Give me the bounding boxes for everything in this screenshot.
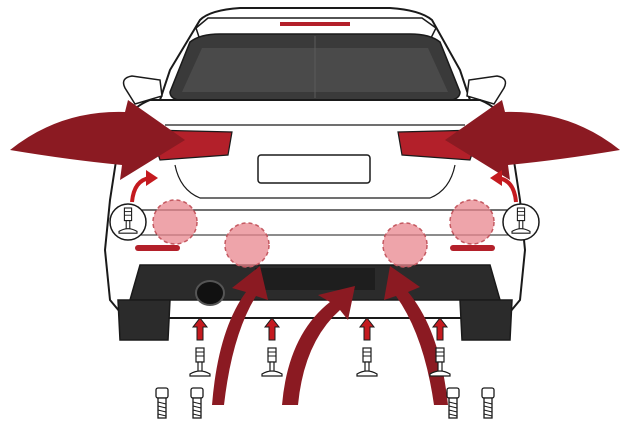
- marker-right-inner: [383, 223, 427, 267]
- up-arrow-icon-1: [193, 318, 207, 340]
- torx-bolt-icon-4: [482, 388, 494, 418]
- marker-right-outer: [450, 200, 494, 244]
- push-rivet-clip-icon-3: [357, 348, 377, 376]
- clip-callout-left: [110, 204, 146, 240]
- torx-bolt-icon-2: [191, 388, 203, 418]
- up-arrow-icon-3: [360, 318, 374, 340]
- torx-bolt-icon-1: [156, 388, 168, 418]
- up-arrow-icon-2: [265, 318, 279, 340]
- clip-callout-right: [503, 204, 539, 240]
- marker-left-outer: [153, 200, 197, 244]
- up-arrow-icon-4: [433, 318, 447, 340]
- marker-left-inner: [225, 223, 269, 267]
- torx-bolt-icon-3: [447, 388, 459, 418]
- push-rivet-clip-icon-2: [262, 348, 282, 376]
- push-rivet-clip-icon-1: [190, 348, 210, 376]
- car-rear-body: [105, 8, 525, 340]
